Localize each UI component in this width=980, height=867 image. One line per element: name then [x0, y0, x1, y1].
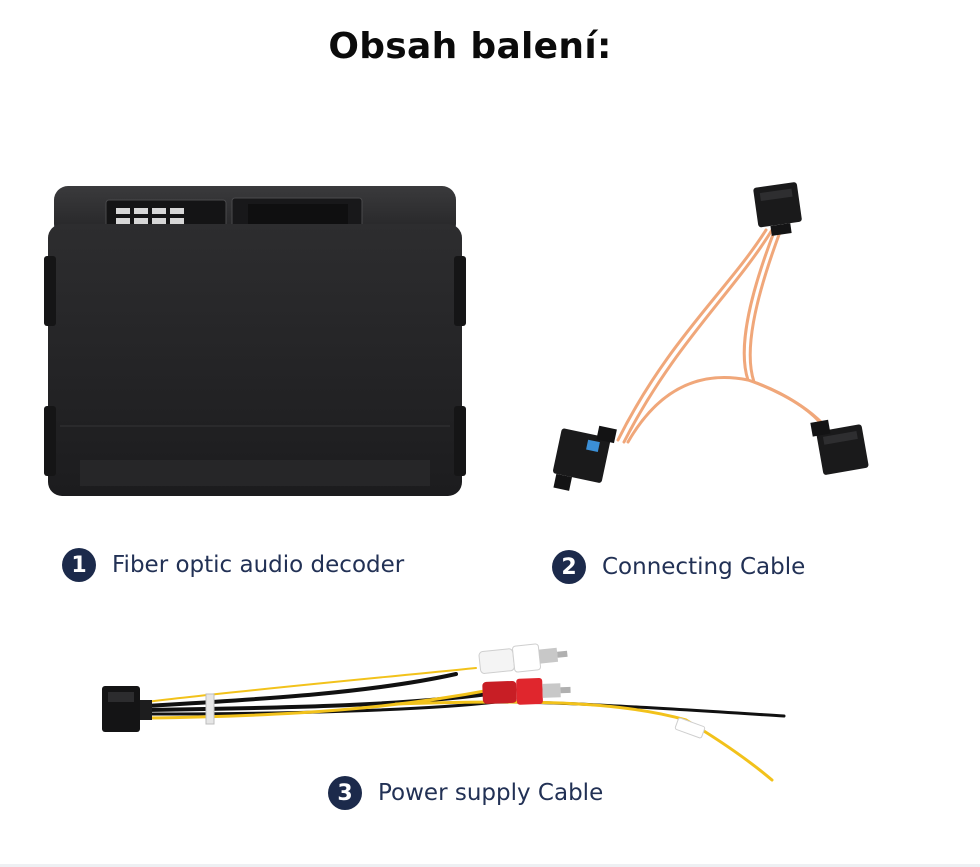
- connecting-cable-image: [552, 182, 869, 491]
- item-3-label: Power supply Cable: [378, 780, 604, 806]
- item-1-label: Fiber optic audio decoder: [112, 552, 405, 578]
- item-3-label-row: 3 Power supply Cable: [328, 776, 603, 810]
- number-badge-3: 3: [328, 776, 362, 810]
- number-badge-1: 1: [62, 548, 96, 582]
- item-2-label-row: 2 Connecting Cable: [552, 550, 805, 584]
- page-title: Obsah balení:: [328, 26, 612, 67]
- decoder-box-image: [44, 186, 466, 496]
- item-2-label: Connecting Cable: [602, 554, 806, 580]
- power-supply-cable-image: [102, 643, 786, 782]
- item-1-label-row: 1 Fiber optic audio decoder: [62, 548, 404, 582]
- bottom-divider: [0, 864, 980, 867]
- number-badge-2: 2: [552, 550, 586, 584]
